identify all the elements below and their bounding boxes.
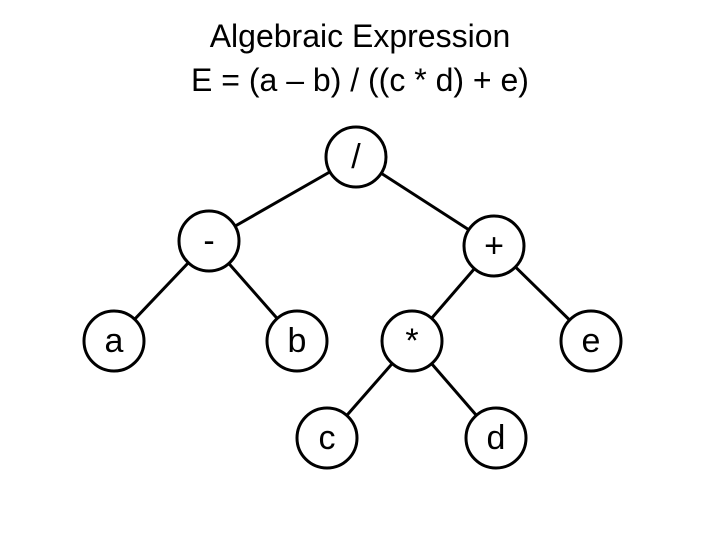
node-circle xyxy=(464,406,528,470)
node-circle xyxy=(82,309,146,373)
diagram-title: Algebraic Expression xyxy=(209,18,511,54)
node-circle xyxy=(380,309,444,373)
node-circle xyxy=(324,125,388,189)
node-circle xyxy=(177,209,241,273)
node-label: / xyxy=(351,138,361,176)
expression-formula: E = (a – b) / ((c * d) + e) xyxy=(191,62,529,98)
node-d: d xyxy=(464,406,528,470)
node-minus: - xyxy=(177,209,241,273)
node-e: e xyxy=(559,309,623,373)
tree-edges xyxy=(112,155,593,439)
node-label: * xyxy=(405,322,418,360)
tree-nodes: / - + a b * e c d xyxy=(82,125,623,470)
node-a: a xyxy=(82,309,146,373)
node-label: - xyxy=(203,222,214,260)
node-root: / xyxy=(324,125,388,189)
node-label: a xyxy=(105,322,124,360)
node-b: b xyxy=(265,309,329,373)
node-label: d xyxy=(487,419,506,457)
node-label: b xyxy=(288,322,307,360)
node-circle xyxy=(462,214,526,278)
node-circle xyxy=(295,406,359,470)
node-circle xyxy=(559,309,623,373)
node-label: + xyxy=(484,227,504,265)
node-label: e xyxy=(582,322,601,360)
node-plus: + xyxy=(462,214,526,278)
node-circle xyxy=(265,309,329,373)
node-label: c xyxy=(319,419,336,457)
node-c: c xyxy=(295,406,359,470)
node-times: * xyxy=(380,309,444,373)
